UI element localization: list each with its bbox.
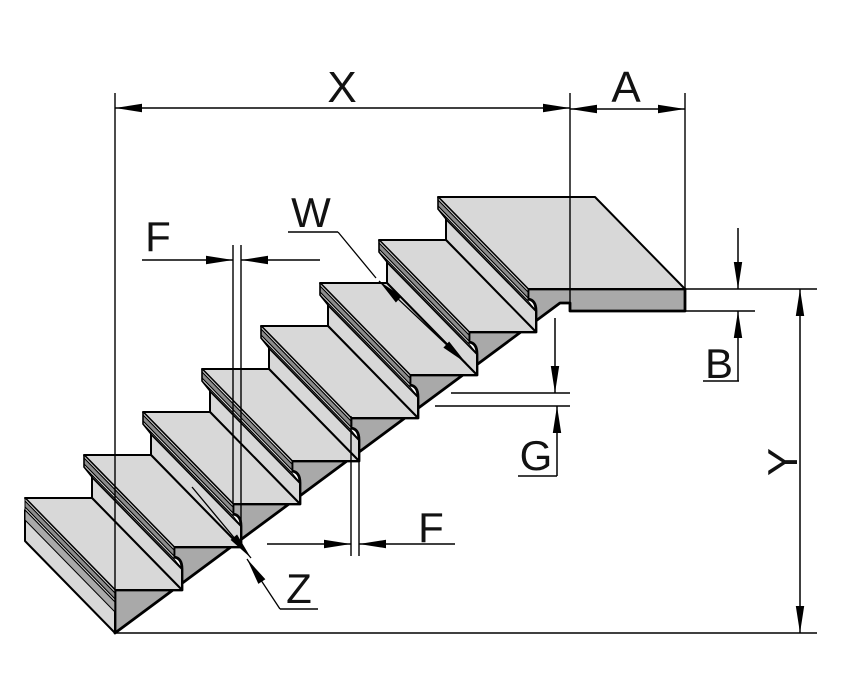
staircase-isometric-drawing (24, 93, 817, 635)
dim-label-tread-going: W (291, 189, 331, 236)
dim-label-nosing-overhang-upper: F (145, 213, 171, 260)
dim-label-slab-thickness: B (705, 340, 733, 387)
dim-label-total-run: X (327, 63, 356, 112)
dimension-labels: X A B Y G W Z F F (145, 63, 806, 612)
dim-label-landing-depth: A (611, 63, 641, 112)
dim-label-nosing-overhang-lower: F (418, 504, 444, 551)
dim-label-joint-gap: G (520, 432, 553, 479)
dim-label-waist: Z (286, 565, 312, 612)
dim-label-total-height: Y (759, 448, 806, 476)
